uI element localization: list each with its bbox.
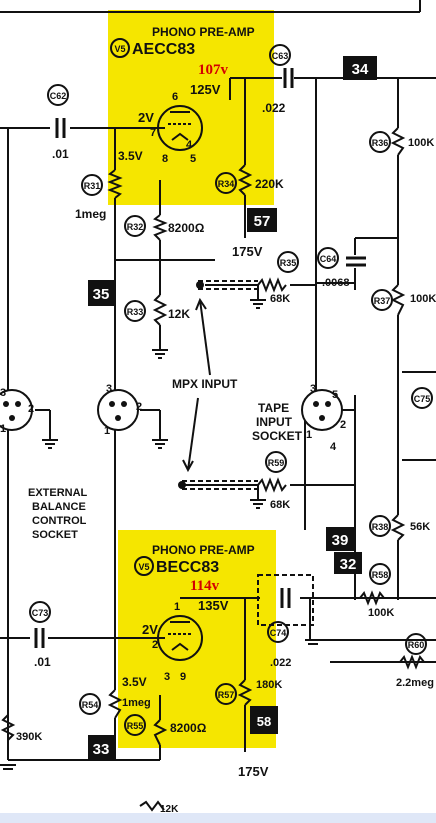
external-balance-line-3: CONTROL (32, 515, 87, 527)
c64-value: .0068 (322, 277, 350, 289)
r31-value: 1meg (75, 207, 106, 221)
mid-socket-pin-2: 2 (136, 401, 142, 413)
r58-value: 100K (368, 607, 394, 619)
r60-ref: R60 (408, 640, 425, 650)
c64-ref: C64 (320, 254, 337, 264)
external-balance-line-1: EXTERNAL (28, 487, 88, 499)
r35-value: 68K (270, 293, 290, 305)
left-socket (0, 389, 33, 431)
r59-ref: R59 (268, 458, 285, 468)
upper-pin-5: 5 (190, 153, 196, 165)
r54-ref: R54 (82, 700, 99, 710)
external-balance-line-4: SOCKET (32, 529, 78, 541)
external-balance-line-2: BALANCE (32, 501, 86, 513)
mid-socket-pin-3: 3 (106, 383, 112, 395)
r38-ref: R38 (372, 522, 389, 532)
c75-ref: C75 (414, 394, 431, 404)
lower-plate-voltage: 135V (198, 598, 229, 613)
balance-socket (97, 389, 139, 431)
r55-value: 8200Ω (170, 721, 207, 735)
r36-ref: R36 (372, 138, 389, 148)
badge-57: 57 (254, 213, 271, 230)
tape-input-socket (301, 389, 343, 431)
r34-value: 220K (255, 177, 284, 191)
r34-ref: R34 (218, 179, 235, 189)
badge-33: 33 (93, 741, 110, 758)
tape-socket-pin-4: 4 (330, 441, 337, 453)
upper-pin-6: 6 (172, 91, 178, 103)
r31-ref: R31 (84, 181, 101, 191)
lower-pin-3: 3 (164, 671, 170, 683)
badge-35: 35 (93, 286, 110, 303)
lower-pin-1: 1 (174, 601, 180, 613)
lower-pin-2: 2 (152, 639, 158, 651)
badge-58: 58 (257, 714, 271, 729)
tape-input-line-2: INPUT (256, 415, 293, 429)
bottom-supply: 175V (238, 764, 269, 779)
tape-input-line-1: TAPE (258, 401, 289, 415)
r55-ref: R55 (127, 721, 144, 731)
upper-pin-7: 7 (150, 127, 156, 139)
lower-tube-type: BECC83 (156, 559, 219, 576)
lower-cathode-voltage: 3.5V (122, 675, 147, 689)
upper-supply: 175V (232, 244, 263, 259)
r-bottom-partial-value: 12K (160, 804, 179, 815)
lower-measured-voltage: 114v (190, 578, 220, 594)
r32-ref: R32 (127, 222, 144, 232)
badge-39: 39 (332, 532, 349, 549)
r57-value: 180K (256, 679, 282, 691)
lower-pin-9: 9 (180, 671, 186, 683)
upper-measured-voltage: 107v (198, 62, 229, 78)
tape-socket-pin-5: 5 (332, 389, 338, 401)
tape-socket-pin-2: 2 (340, 419, 346, 431)
r54-value: 1meg (122, 697, 151, 709)
r57-ref: R57 (218, 690, 235, 700)
tape-socket-pin-1: 1 (306, 429, 312, 441)
badge-34: 34 (352, 61, 369, 78)
r-left-bottom-value: 390K (16, 731, 42, 743)
r32-value: 8200Ω (168, 221, 205, 235)
r33-value: 12K (168, 307, 190, 321)
upper-plate-voltage: 125V (190, 82, 221, 97)
left-socket-pin-3: 3 (0, 387, 6, 399)
c73-ref: C73 (32, 608, 49, 618)
r37-value: 100K (410, 293, 436, 305)
r58-ref: R58 (372, 570, 389, 580)
upper-pin-8: 8 (162, 153, 168, 165)
lower-tube-ref: V5 (138, 562, 149, 572)
tape-input-line-3: SOCKET (252, 429, 303, 443)
c62-value: .01 (52, 147, 69, 161)
c62-ref: C62 (50, 91, 67, 101)
left-socket-pin-1: 1 (0, 423, 6, 435)
lower-grid-voltage: 2V (142, 622, 158, 637)
r37-ref: R37 (374, 296, 391, 306)
mpx-input-label: MPX INPUT (172, 377, 238, 391)
upper-stage-title: PHONO PRE-AMP (152, 25, 255, 39)
r33-ref: R33 (127, 307, 144, 317)
upper-grid-voltage: 2V (138, 110, 154, 125)
upper-tube-ref: V5 (114, 44, 125, 54)
upper-pin-4: 4 (186, 139, 193, 151)
r60-value: 2.2meg (396, 677, 434, 689)
c74-value: .022 (270, 657, 291, 669)
r35-ref: R35 (280, 258, 297, 268)
mid-socket-pin-1: 1 (104, 425, 110, 437)
lower-stage-title: PHONO PRE-AMP (152, 543, 255, 557)
c73-value: .01 (34, 655, 51, 669)
upper-tube-type: AECC83 (132, 41, 195, 58)
upper-cathode-voltage: 3.5V (118, 149, 143, 163)
r36-value: 100K (408, 137, 434, 149)
c63-value: .022 (262, 101, 286, 115)
c63-ref: C63 (272, 51, 289, 61)
r38-value: 56K (410, 521, 430, 533)
r59-value: 68K (270, 499, 290, 511)
tape-socket-pin-3: 3 (310, 383, 316, 395)
badges: 34 57 35 39 32 33 58 (88, 56, 377, 761)
c74-ref: C74 (270, 628, 287, 638)
left-socket-pin-2: 2 (28, 403, 34, 415)
badge-32: 32 (340, 556, 357, 573)
bottom-scroll-strip (0, 813, 436, 823)
